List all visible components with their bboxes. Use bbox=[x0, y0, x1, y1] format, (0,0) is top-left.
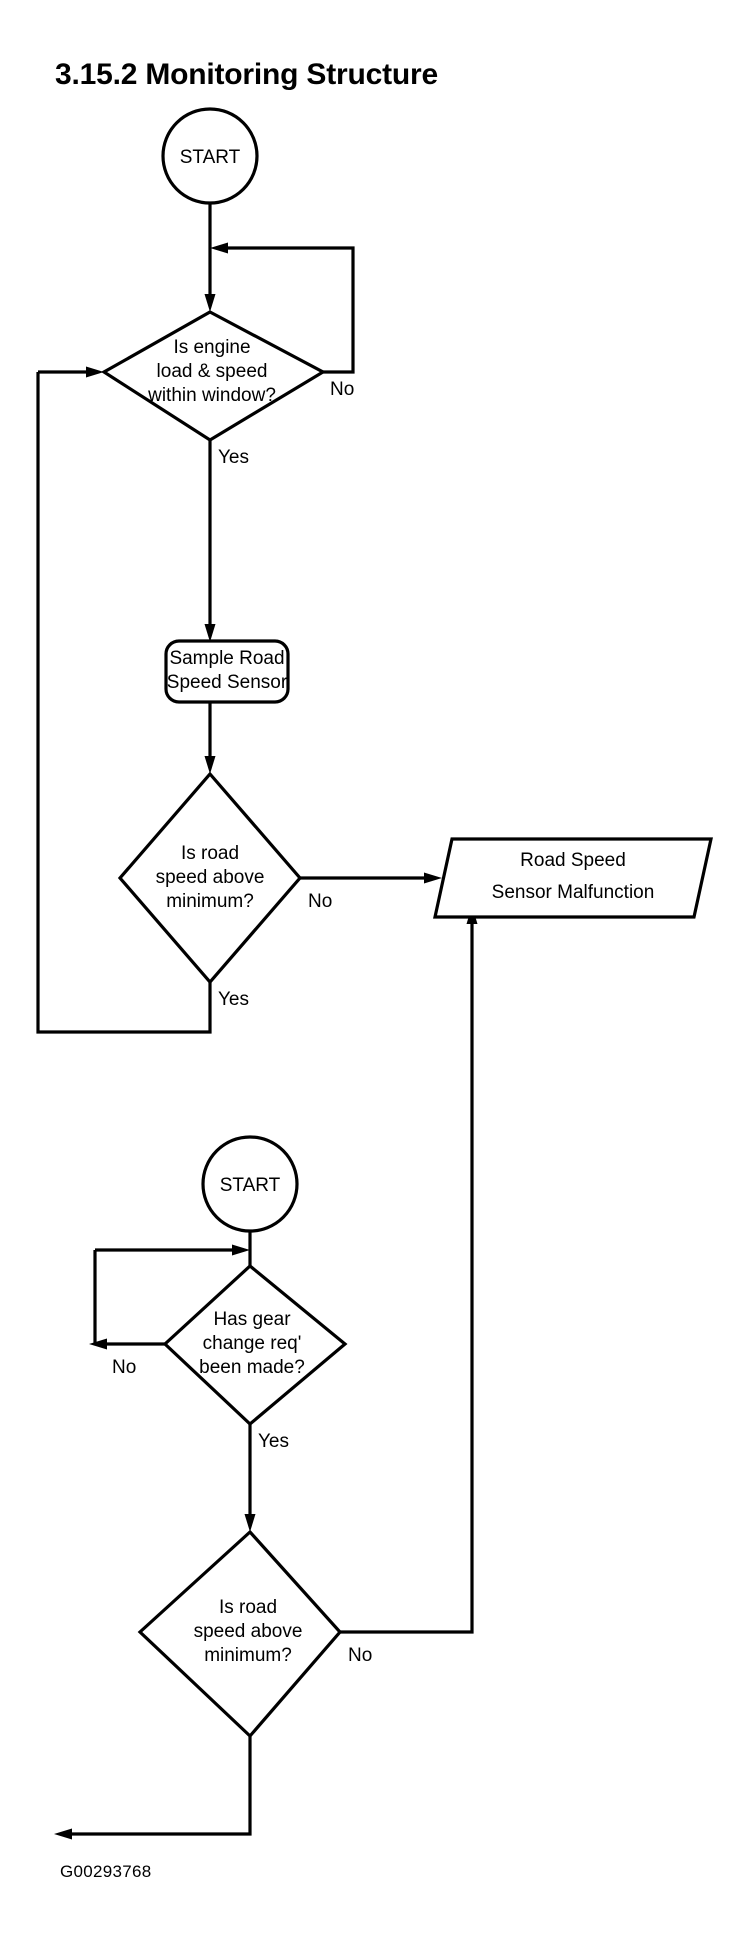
edge-engine-yes-to-sample bbox=[204, 440, 216, 642]
process-sample-sensor-line2: Speed Sensor bbox=[167, 672, 288, 693]
edge-return-into-engine-decision bbox=[38, 366, 104, 378]
node-start-1[interactable]: START bbox=[161, 107, 259, 205]
edge-start1-to-engine-decision bbox=[204, 203, 216, 312]
decision-gear-change-line1: Has gear bbox=[213, 1309, 291, 1330]
decision-gear-change-line2: change req' bbox=[203, 1333, 302, 1354]
decision-road-speed-1-line1: Is road bbox=[181, 843, 239, 864]
decision-engine-window-line3: within window? bbox=[147, 385, 276, 406]
edge-label-road-speed-1-no: No bbox=[308, 891, 332, 912]
edge-gear-no-loopback bbox=[89, 1250, 165, 1350]
decision-engine-window-line1: Is engine bbox=[173, 337, 250, 358]
edge-label-road-speed-2-no: No bbox=[348, 1645, 372, 1666]
node-decision-road-speed-1[interactable]: Is road speed above minimum? bbox=[117, 771, 303, 985]
edge-label-gear-change-yes: Yes bbox=[258, 1431, 289, 1452]
output-malfunction-line2: Sensor Malfunction bbox=[492, 882, 655, 903]
edge-gear-yes-to-roadspeed2 bbox=[244, 1424, 256, 1532]
page-title: 3.15.2 Monitoring Structure bbox=[55, 58, 438, 91]
decision-road-speed-1-line2: speed above bbox=[156, 867, 265, 888]
decision-road-speed-2-line1: Is road bbox=[219, 1597, 277, 1618]
figure-id-label: G00293768 bbox=[60, 1862, 152, 1881]
node-decision-road-speed-2[interactable]: Is road speed above minimum? bbox=[137, 1529, 343, 1739]
node-process-sample-sensor[interactable]: Sample Road Speed Sensor bbox=[164, 639, 290, 704]
edge-return-into-gear-decision bbox=[95, 1244, 250, 1256]
edge-engine-no-loopback bbox=[210, 242, 355, 374]
decision-road-speed-2-line2: speed above bbox=[194, 1621, 303, 1642]
decision-engine-window-line2: load & speed bbox=[157, 361, 268, 382]
output-malfunction-line1: Road Speed bbox=[520, 850, 626, 871]
start-2-label: START bbox=[220, 1175, 281, 1196]
node-decision-gear-change[interactable]: Has gear change req' been made? bbox=[162, 1263, 348, 1427]
node-decision-engine-window[interactable]: Is engine load & speed within window? bbox=[100, 310, 327, 442]
edge-label-road-speed-1-yes: Yes bbox=[218, 989, 249, 1010]
edge-label-gear-change-no: No bbox=[112, 1357, 136, 1378]
edge-label-engine-window-yes: Yes bbox=[218, 447, 249, 468]
edge-roadspeed1-yes-loopback bbox=[36, 372, 212, 1034]
edge-label-engine-window-no: No bbox=[330, 379, 354, 400]
edge-roadspeed1-no-to-malfunction bbox=[300, 872, 442, 884]
edge-sample-to-roadspeed1 bbox=[204, 702, 216, 774]
node-start-2[interactable]: START bbox=[201, 1135, 299, 1233]
process-sample-sensor-line1: Sample Road bbox=[169, 648, 284, 669]
start-1-label: START bbox=[180, 147, 241, 168]
decision-gear-change-line3: been made? bbox=[199, 1357, 305, 1378]
edge-roadspeed2-bottom-loopback bbox=[54, 1736, 252, 1840]
edge-roadspeed2-no-to-malfunction bbox=[340, 906, 478, 1634]
decision-road-speed-1-line3: minimum? bbox=[166, 891, 254, 912]
decision-road-speed-2-line3: minimum? bbox=[204, 1645, 292, 1666]
node-output-malfunction[interactable]: Road Speed Sensor Malfunction bbox=[433, 837, 713, 919]
